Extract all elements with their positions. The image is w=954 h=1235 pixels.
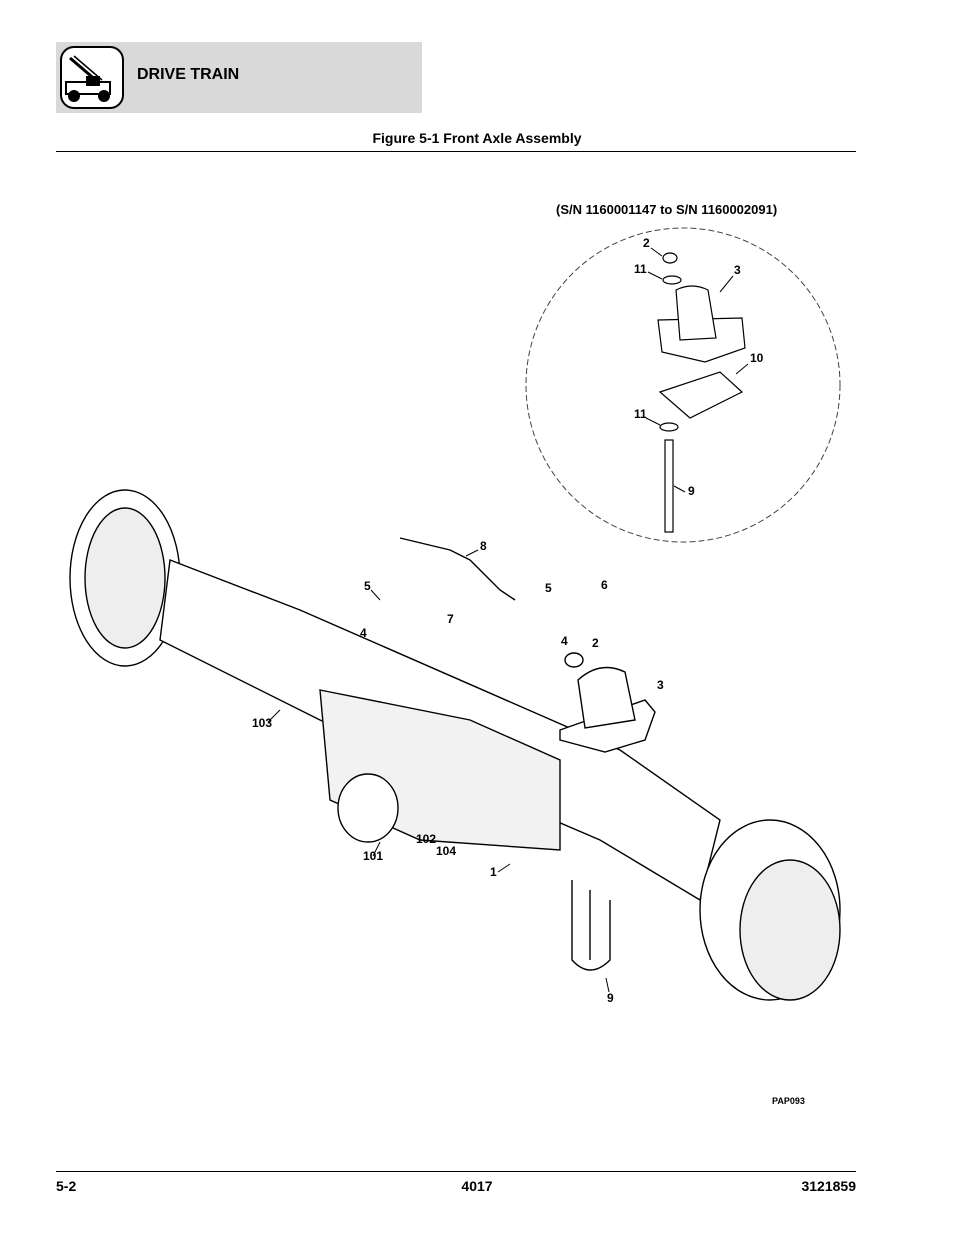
callout-7: 7 bbox=[447, 612, 454, 626]
page-number: 5-2 bbox=[56, 1178, 77, 1194]
section-title: DRIVE TRAIN bbox=[137, 66, 240, 83]
serial-range: (S/N 1160001147 to S/N 1160002091) bbox=[556, 202, 778, 217]
callout-102: 102 bbox=[416, 832, 436, 846]
figure-title: Figure 5-1 Front Axle Assembly bbox=[372, 130, 582, 146]
callout-2: 2 bbox=[592, 636, 599, 650]
doc-number: 3121859 bbox=[801, 1178, 856, 1194]
model-number: 4017 bbox=[461, 1178, 493, 1194]
callout-2: 2 bbox=[643, 236, 650, 250]
nut-2 bbox=[564, 652, 584, 668]
detail-plate bbox=[658, 371, 744, 419]
u-bolts bbox=[571, 880, 611, 971]
detail-circle bbox=[525, 227, 841, 543]
lift-vehicle-icon bbox=[60, 46, 124, 109]
footer-rule bbox=[56, 1171, 856, 1172]
callout-3: 3 bbox=[734, 263, 741, 277]
callout-9: 9 bbox=[607, 991, 614, 1005]
detail-washer-top bbox=[662, 275, 682, 285]
callout-11: 11 bbox=[634, 262, 647, 276]
callout-5: 5 bbox=[364, 579, 371, 593]
callout-9: 9 bbox=[688, 484, 695, 498]
callout-103: 103 bbox=[252, 716, 272, 730]
callout-1: 1 bbox=[490, 865, 497, 879]
callout-3: 3 bbox=[657, 678, 664, 692]
callout-4: 4 bbox=[360, 626, 367, 640]
callout-5: 5 bbox=[545, 581, 552, 595]
detail-nut bbox=[662, 252, 678, 264]
hydraulic-line bbox=[399, 537, 516, 601]
header-rule bbox=[56, 151, 856, 152]
callout-6: 6 bbox=[601, 578, 608, 592]
detail-clevis bbox=[675, 285, 717, 341]
callout-104: 104 bbox=[436, 844, 456, 858]
callout-10: 10 bbox=[750, 351, 764, 365]
callout-8: 8 bbox=[480, 539, 487, 553]
image-code: PAP093 bbox=[772, 1096, 805, 1106]
callout-11: 11 bbox=[634, 407, 647, 421]
diff-cover bbox=[337, 773, 399, 843]
mount-clevis bbox=[577, 666, 636, 729]
callout-4: 4 bbox=[561, 634, 568, 648]
detail-bolt bbox=[664, 439, 674, 533]
detail-washer-bottom bbox=[659, 422, 679, 432]
